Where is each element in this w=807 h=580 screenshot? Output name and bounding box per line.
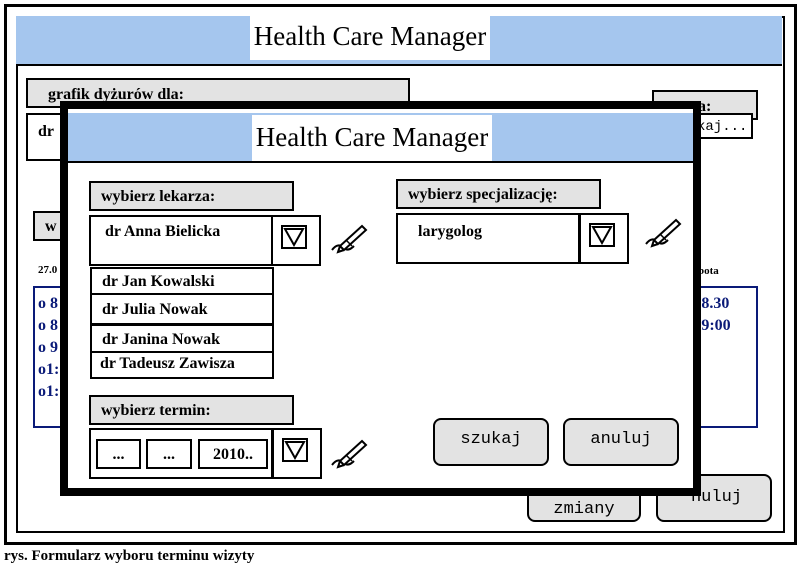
dialog-title-bar: Health Care Manager [68, 113, 693, 163]
chevron-down-icon [589, 223, 615, 247]
specialization-selected-value: larygolog [418, 223, 482, 240]
specialization-label: wybierz specjalizację: [396, 179, 601, 209]
doctor-dropdown-button[interactable] [271, 215, 321, 266]
schedule-right-time: -9:00 [696, 317, 731, 334]
date-dropdown-button[interactable] [272, 428, 322, 479]
date-group: ... ... 2010.. [89, 428, 273, 479]
background-day-right: bota [698, 265, 719, 277]
doctor-selected-value: dr Anna Bielicka [105, 223, 221, 240]
doctor-option[interactable]: dr Janina Nowak [90, 324, 274, 354]
schedule-left-time: o1: [38, 383, 60, 400]
doctor-option[interactable]: dr Jan Kowalski [90, 267, 274, 295]
cancel-button[interactable]: anuluj [563, 418, 679, 466]
background-date-left: 27.0 [38, 264, 58, 276]
background-title: Health Care Manager [250, 16, 490, 60]
specialization-select[interactable]: larygolog [396, 213, 580, 264]
doctor-label: wybierz lekarza: [89, 181, 294, 211]
search-button[interactable]: szukaj [433, 418, 549, 466]
schedule-left-time: o1: [38, 361, 60, 378]
chevron-down-icon [282, 438, 308, 462]
doctor-select[interactable]: dr Anna Bielicka [89, 215, 273, 266]
figure-caption: rys. Formularz wyboru terminu wizyty [4, 548, 255, 564]
pen-icon[interactable] [642, 216, 682, 250]
dialog-title: Health Care Manager [252, 115, 492, 161]
background-title-bar: Health Care Manager [16, 16, 782, 64]
date-label: wybierz termin: [89, 395, 294, 425]
background-doctor-field[interactable]: dr [26, 113, 66, 161]
background-title-divider [16, 64, 782, 66]
date-day-field[interactable]: ... [96, 439, 141, 469]
doctor-option[interactable]: dr Tadeusz Zawisza [90, 351, 274, 379]
doctor-option[interactable]: dr Julia Nowak [90, 293, 274, 325]
chevron-down-icon [281, 225, 307, 249]
schedule-left-time: o 8 [38, 295, 58, 312]
schedule-left-time: o 9 [38, 339, 58, 356]
schedule-left-time: o 8 [38, 317, 58, 334]
specialization-dropdown-button[interactable] [579, 213, 629, 264]
date-year-field[interactable]: 2010.. [198, 439, 268, 469]
schedule-right-time: -8.30 [696, 295, 730, 312]
pen-icon[interactable] [328, 437, 368, 471]
pen-icon[interactable] [328, 222, 368, 256]
background-schedule-right: -8.30 -9:00 [690, 286, 758, 428]
date-month-field[interactable]: ... [146, 439, 192, 469]
background-doctor-prefix: dr [38, 123, 54, 140]
